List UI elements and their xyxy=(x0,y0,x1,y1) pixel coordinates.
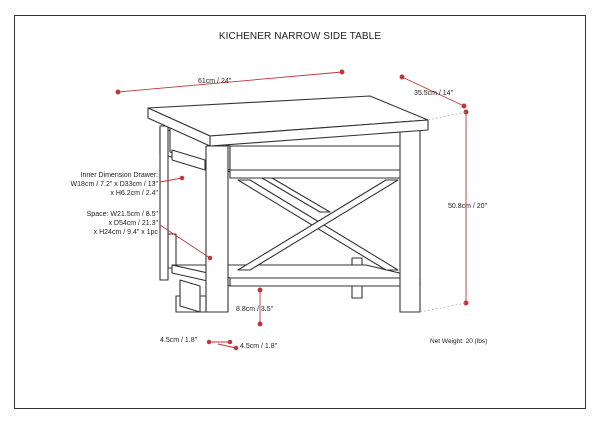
leg-side-dim-line xyxy=(217,343,237,349)
space-dim-line1: Space: W21.5cm / 8.5" xyxy=(86,211,158,218)
drawer-handle xyxy=(171,149,206,171)
shelf-clearance-label: 8.8cm / 3.5" xyxy=(236,306,274,313)
net-weight-label: Net Weight: 20 (lbs) xyxy=(430,338,488,345)
depth-dim-line xyxy=(401,76,465,107)
drawer-dim-line1: Inner Dimension Drawer: xyxy=(80,172,158,179)
depth-dim-end-a xyxy=(399,74,405,80)
leg-side-label: 4.5cm / 1.8" xyxy=(240,343,278,350)
width-dim-line xyxy=(117,71,343,93)
x-brace-b xyxy=(237,179,399,271)
clearance-dim-end-b xyxy=(257,321,263,327)
clearance-dim-end-a xyxy=(257,287,263,293)
back-left-leg xyxy=(167,233,177,269)
space-dim-line2: x D54cm / 21.3" xyxy=(108,220,158,227)
depth-label: 35.5cm / 14" xyxy=(414,90,454,97)
width-label: 61cm / 24" xyxy=(198,78,232,85)
front-left-leg-side xyxy=(159,125,169,281)
space-dim-line3: x H24cm / 9.4" x 1pc xyxy=(93,229,158,236)
height-dim-end-b xyxy=(463,300,469,306)
front-right-leg xyxy=(399,127,421,313)
sheet-border xyxy=(14,15,586,409)
leg-front-dim-end-b xyxy=(227,339,233,345)
lower-shelf-front xyxy=(229,277,421,287)
height-extension-top xyxy=(427,111,467,121)
height-extension-bottom xyxy=(419,302,467,313)
front-left-leg xyxy=(205,145,229,313)
leg-front-dim-end-a xyxy=(206,339,212,345)
tabletop-side-edge xyxy=(147,107,211,147)
drawer-dim-line2: W18cm / 7.2" x D33cm / 13" xyxy=(70,181,158,188)
x-brace-rear-a xyxy=(261,177,331,213)
front-rail xyxy=(229,169,406,179)
width-dim-end-b xyxy=(339,69,345,75)
space-callout-dot xyxy=(207,255,213,261)
space-callout-line xyxy=(159,224,211,259)
drawer-dim-line3: x H6.2cm / 2.4" xyxy=(110,190,158,197)
leg-front-label: 4.5cm / 1.8" xyxy=(160,337,198,344)
front-apron xyxy=(229,145,406,171)
diagram-title: KICHENER NARROW SIDE TABLE xyxy=(218,31,382,42)
leg-side-dim-end-b xyxy=(233,345,239,351)
front-left-foot xyxy=(179,279,201,313)
drawer-callout-line xyxy=(159,177,183,183)
height-dim-end-a xyxy=(463,109,469,115)
width-dim-end-a xyxy=(115,89,121,95)
depth-dim-end-b xyxy=(461,103,467,109)
drawer-callout-dot xyxy=(179,175,185,181)
height-label: 50.8cm / 20" xyxy=(448,203,488,210)
